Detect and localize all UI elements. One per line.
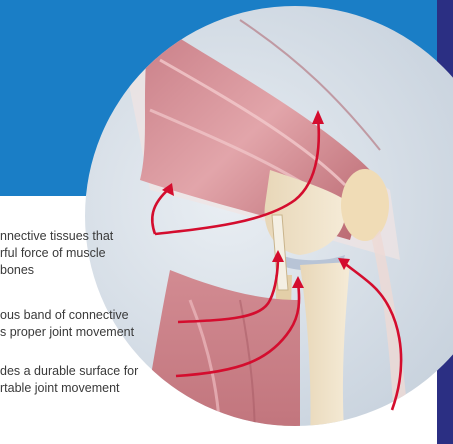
ligament-caption: ous band of connective s proper joint mo… [0, 307, 134, 341]
tendon-caption: nnective tissues that rful force of musc… [0, 228, 113, 279]
kneecap [341, 169, 389, 241]
caption-line: bones [0, 262, 113, 279]
caption-line: des a durable surface for [0, 363, 138, 380]
cartilage-caption: des a durable surface for rtable joint m… [0, 363, 138, 397]
caption-line: ous band of connective [0, 307, 134, 324]
caption-line: rtable joint movement [0, 380, 138, 397]
caption-line: rful force of muscle [0, 245, 113, 262]
caption-line: nnective tissues that [0, 228, 113, 245]
caption-line: s proper joint movement [0, 324, 134, 341]
